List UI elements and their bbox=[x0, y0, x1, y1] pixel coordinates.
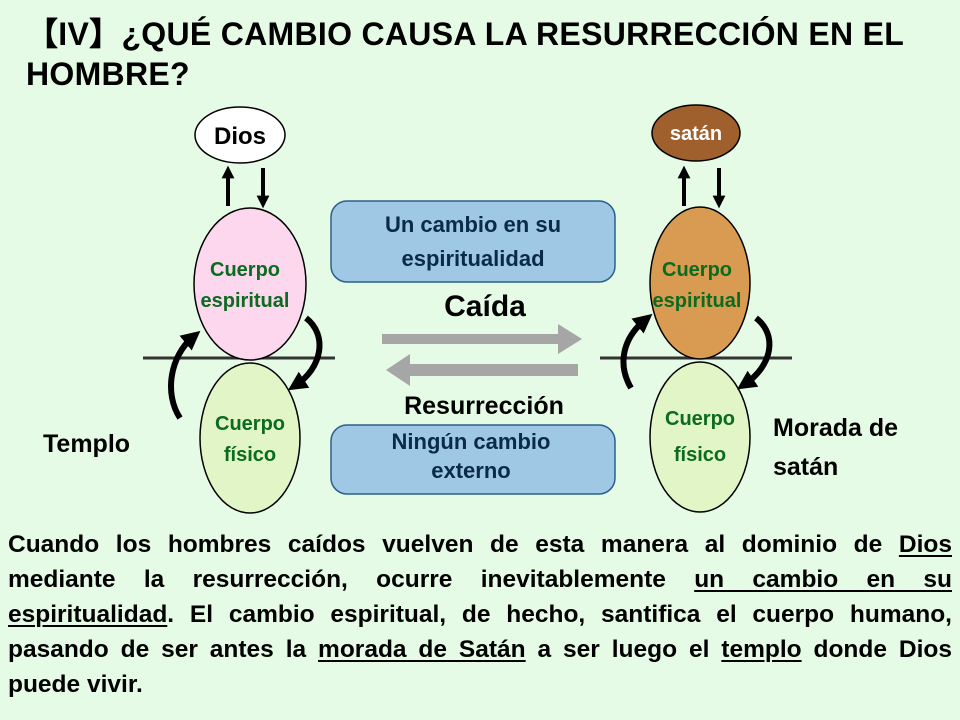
dios-label: Dios bbox=[214, 123, 266, 150]
title-bracket: 【IV】 bbox=[26, 16, 122, 52]
caida-label: Caída bbox=[444, 290, 526, 323]
right-physical-line2: físico bbox=[674, 444, 726, 466]
left-physical-line2: físico bbox=[224, 444, 276, 466]
resurreccion-label: Resurrección bbox=[404, 392, 564, 420]
resurreccion-arrow bbox=[386, 354, 578, 386]
left-spiritual-body bbox=[193, 207, 307, 361]
paragraph-underline-dios: Dios bbox=[898, 531, 952, 558]
external-change-box bbox=[330, 424, 616, 495]
external-change-line1: Ningún cambio bbox=[392, 429, 551, 454]
caida-arrow bbox=[382, 324, 582, 354]
paragraph-underline-cambio: un cambio en su espiritualidad bbox=[8, 566, 952, 628]
left-physical-body bbox=[199, 362, 301, 514]
morada-label-line1: Morada de bbox=[773, 414, 898, 442]
paragraph-text-1: Cuando los hombres caídos vuelven de est… bbox=[8, 531, 899, 558]
paragraph-text-4: a ser luego el bbox=[525, 636, 722, 663]
satan-label: satán bbox=[670, 123, 722, 145]
explanation-paragraph: Cuando los hombres caídos vuelven de est… bbox=[8, 527, 952, 702]
page-title: 【IV】¿QUÉ CAMBIO CAUSA LA RESURRECCIÓN EN… bbox=[26, 14, 946, 94]
right-spiritual-line1: Cuerpo bbox=[662, 259, 732, 281]
satan-ellipse bbox=[651, 104, 741, 162]
spiritual-change-line1: Un cambio en su bbox=[385, 212, 561, 237]
paragraph-text-2: mediante la resurrección, ocurre inevita… bbox=[8, 566, 695, 593]
right-spiritual-body bbox=[649, 206, 751, 360]
right-spiritual-line2: espiritual bbox=[653, 290, 742, 312]
title-text: ¿QUÉ CAMBIO CAUSA LA RESURRECCIÓN EN EL … bbox=[26, 16, 904, 92]
right-curve-arrow-down bbox=[737, 315, 773, 390]
right-physical-body bbox=[649, 361, 751, 513]
paragraph-underline-morada: morada de Satán bbox=[318, 636, 526, 663]
morada-label-line2: satán bbox=[773, 453, 838, 481]
dios-ellipse bbox=[194, 106, 286, 164]
left-curve-arrow-up bbox=[168, 330, 201, 420]
left-spiritual-line2: espiritual bbox=[201, 290, 290, 312]
right-physical-line1: Cuerpo bbox=[665, 408, 735, 430]
paragraph-text-3: . El cambio espiritual, de hecho, santif… bbox=[8, 601, 952, 663]
templo-label: Templo bbox=[43, 430, 130, 458]
right-curve-arrow-up bbox=[620, 313, 653, 390]
left-curve-arrow-down bbox=[287, 315, 323, 391]
spiritual-change-box bbox=[330, 200, 616, 283]
spiritual-change-line2: espiritualidad bbox=[401, 246, 544, 271]
paragraph-underline-templo: templo bbox=[721, 636, 802, 663]
left-spiritual-line1: Cuerpo bbox=[210, 259, 280, 281]
paragraph-text-5: donde Dios puede vivir. bbox=[8, 636, 952, 698]
external-change-line2: externo bbox=[431, 458, 510, 483]
left-physical-line1: Cuerpo bbox=[215, 413, 285, 435]
